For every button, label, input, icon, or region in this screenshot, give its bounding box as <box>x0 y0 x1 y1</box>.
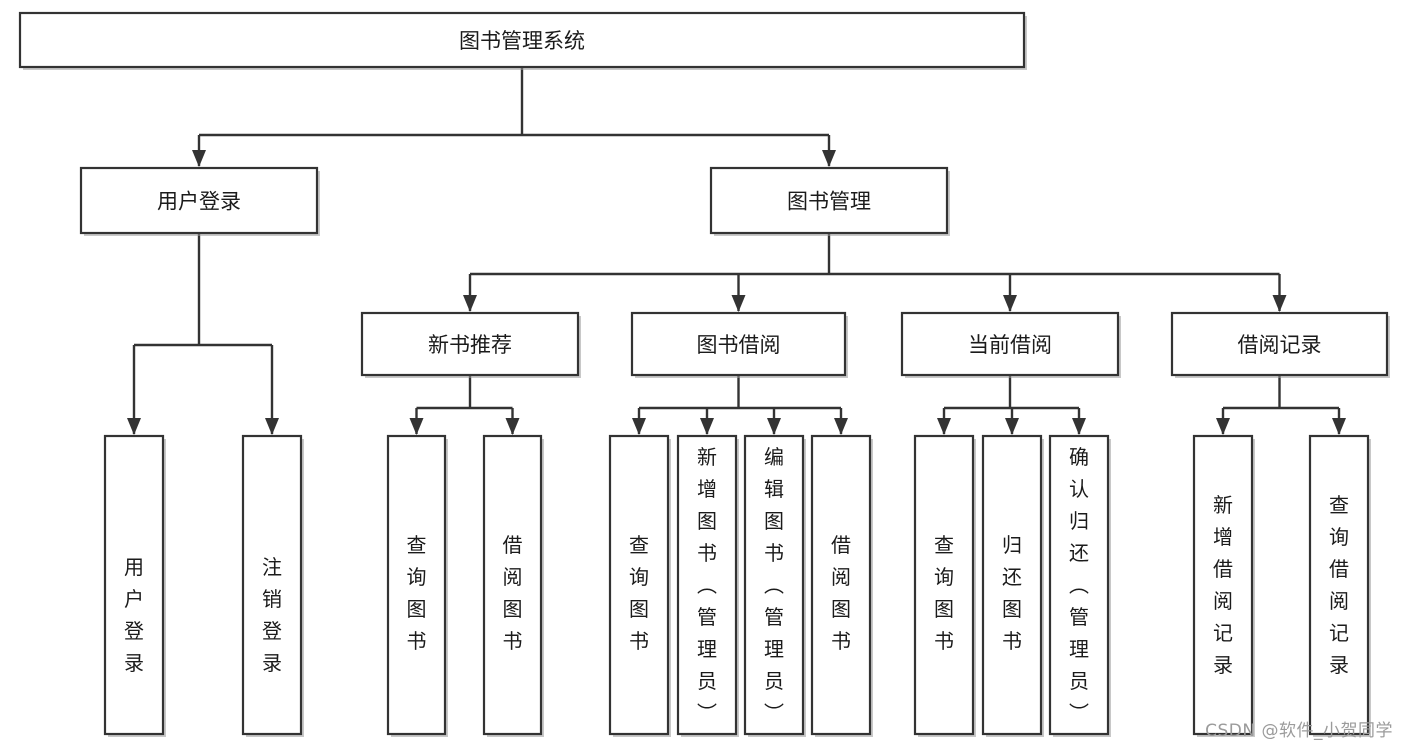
leaf-node[interactable]: 确认归还︵管理员︶ <box>1048 434 1111 737</box>
leaf-node[interactable]: 借阅图书 <box>810 434 873 737</box>
level3-node[interactable]: 借阅记录 <box>1170 311 1390 378</box>
node-label: 借阅记录 <box>1238 333 1322 357</box>
leaf-node[interactable]: 查询借阅记录 <box>1308 434 1371 737</box>
node-label: 新书推荐 <box>428 333 512 357</box>
leaf-node[interactable]: 查询图书 <box>386 434 448 737</box>
node-label: 查询图书 <box>934 533 954 653</box>
arrow-head-icon <box>1003 295 1017 312</box>
node-label: 注销登录 <box>262 555 282 675</box>
connector-layer <box>127 67 1346 435</box>
node-label: 归还图书 <box>1002 533 1022 653</box>
node-label: 图书管理 <box>787 190 871 214</box>
node-label: 确认归还︵管理员︶ <box>1069 445 1089 725</box>
arrow-head-icon <box>127 418 141 435</box>
root-node[interactable]: 图书管理系统 <box>18 11 1027 70</box>
node-label: 用户登录 <box>124 555 144 675</box>
node-label: 查询图书 <box>629 533 649 653</box>
arrow-head-icon <box>192 150 206 167</box>
leaf-node[interactable]: 查询图书 <box>608 434 671 737</box>
leaf-node[interactable]: 查询图书 <box>913 434 976 737</box>
arrow-head-icon <box>937 418 951 435</box>
arrow-head-icon <box>1005 418 1019 435</box>
level3-node[interactable]: 当前借阅 <box>900 311 1121 378</box>
arrow-head-icon <box>767 418 781 435</box>
leaf-node[interactable]: 注销登录 <box>241 434 304 737</box>
arrow-head-icon <box>632 418 646 435</box>
level3-node[interactable]: 图书借阅 <box>630 311 848 378</box>
arrow-head-icon <box>1072 418 1086 435</box>
level2-node[interactable]: 用户登录 <box>79 166 320 236</box>
node-layer: 图书管理系统用户登录图书管理新书推荐图书借阅当前借阅借阅记录用户登录注销登录查询… <box>18 11 1390 737</box>
node-label: 查询借阅记录 <box>1329 493 1349 677</box>
arrow-head-icon <box>1332 418 1346 435</box>
watermark-text: CSDN @软件_小贺同学 <box>1205 721 1393 741</box>
node-label: 编辑图书︵管理员︶ <box>764 445 784 725</box>
arrow-head-icon <box>731 295 746 312</box>
leaf-node[interactable]: 编辑图书︵管理员︶ <box>743 434 806 737</box>
arrow-head-icon <box>834 418 848 435</box>
arrow-head-icon <box>505 418 520 435</box>
arrow-head-icon <box>1272 295 1287 312</box>
leaf-node[interactable]: 借阅图书 <box>482 434 544 737</box>
arrow-head-icon <box>822 150 836 167</box>
node-label: 查询图书 <box>407 533 427 653</box>
leaf-node[interactable]: 新增图书︵管理员︶ <box>676 434 739 737</box>
node-label: 用户登录 <box>157 190 241 214</box>
node-label: 新增图书︵管理员︶ <box>697 445 717 725</box>
level2-node[interactable]: 图书管理 <box>709 166 950 236</box>
leaf-node[interactable]: 用户登录 <box>103 434 166 737</box>
arrow-head-icon <box>265 418 279 435</box>
arrow-head-icon <box>700 418 714 435</box>
leaf-node[interactable]: 新增借阅记录 <box>1192 434 1255 737</box>
node-label: 借阅图书 <box>831 533 851 653</box>
arrow-head-icon <box>463 295 477 312</box>
level3-node[interactable]: 新书推荐 <box>360 311 581 378</box>
node-label: 借阅图书 <box>503 533 523 653</box>
node-label: 图书借阅 <box>697 333 781 357</box>
arrow-head-icon <box>1216 418 1230 435</box>
node-label: 当前借阅 <box>968 333 1052 357</box>
node-label: 新增借阅记录 <box>1213 493 1233 677</box>
arrow-head-icon <box>409 418 424 435</box>
leaf-node[interactable]: 归还图书 <box>981 434 1044 737</box>
node-label: 图书管理系统 <box>459 29 585 53</box>
